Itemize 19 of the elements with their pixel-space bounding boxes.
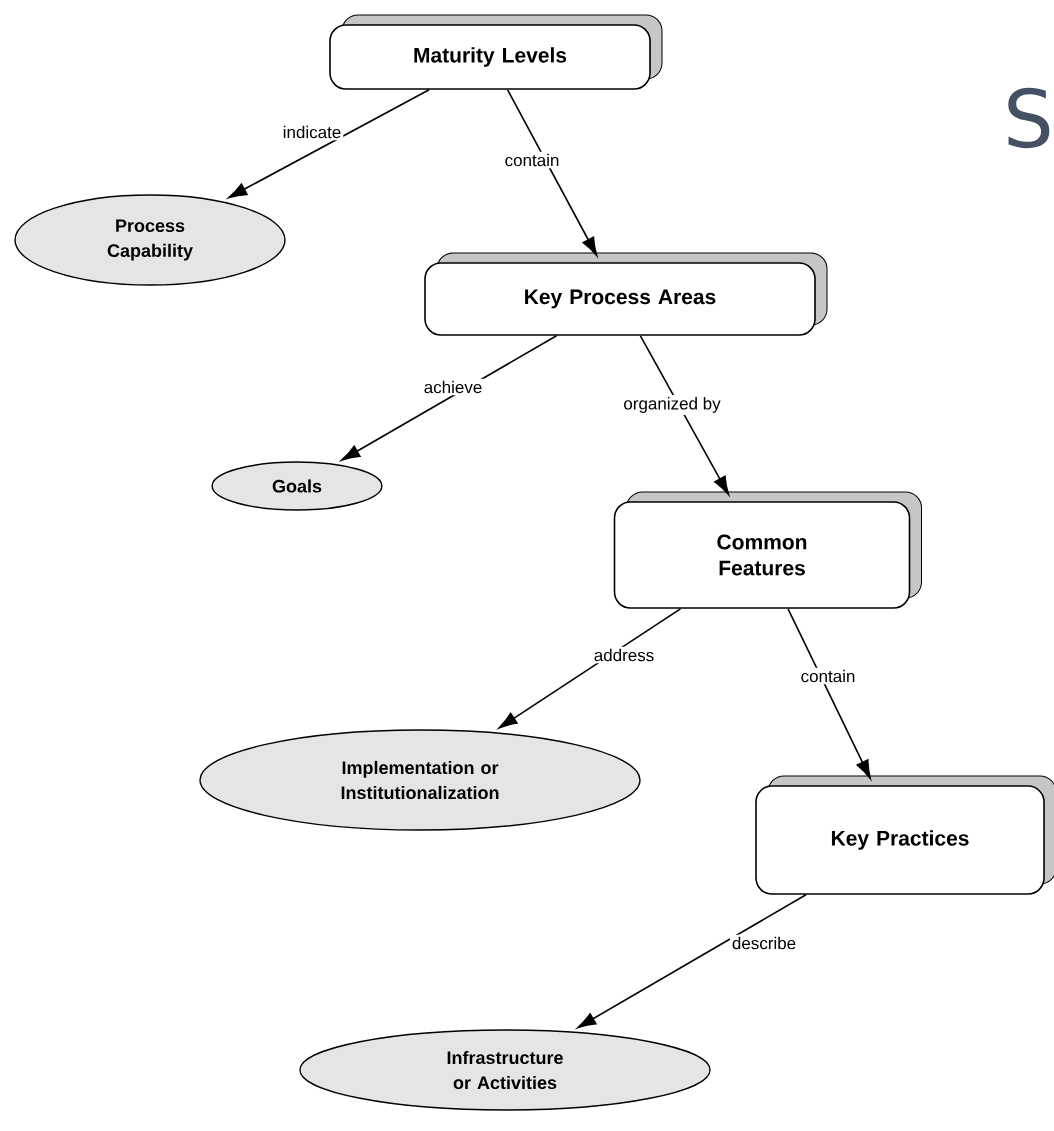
concept-box: Key Practices [755, 775, 1054, 895]
letter: S [1008, 87, 1050, 149]
arrow [341, 335, 558, 461]
concept-box: Common Features [613, 491, 922, 609]
arrow [577, 894, 807, 1029]
edge-label: achieve [421, 378, 485, 396]
edge-label: describe [729, 934, 799, 952]
concept-box: Key Process Areas [424, 252, 828, 336]
arrow [506, 89, 598, 257]
edge-label: organized by [621, 395, 723, 415]
arrow [639, 335, 730, 496]
edge-label: address [591, 646, 657, 664]
edge-label: indicate [280, 123, 344, 141]
arrow [228, 89, 430, 199]
arrow [498, 608, 682, 729]
concept-box: Maturity Levels [329, 14, 663, 90]
edge-label: contain [798, 667, 858, 685]
edge-label: contain [502, 151, 562, 169]
arrow [787, 608, 871, 779]
